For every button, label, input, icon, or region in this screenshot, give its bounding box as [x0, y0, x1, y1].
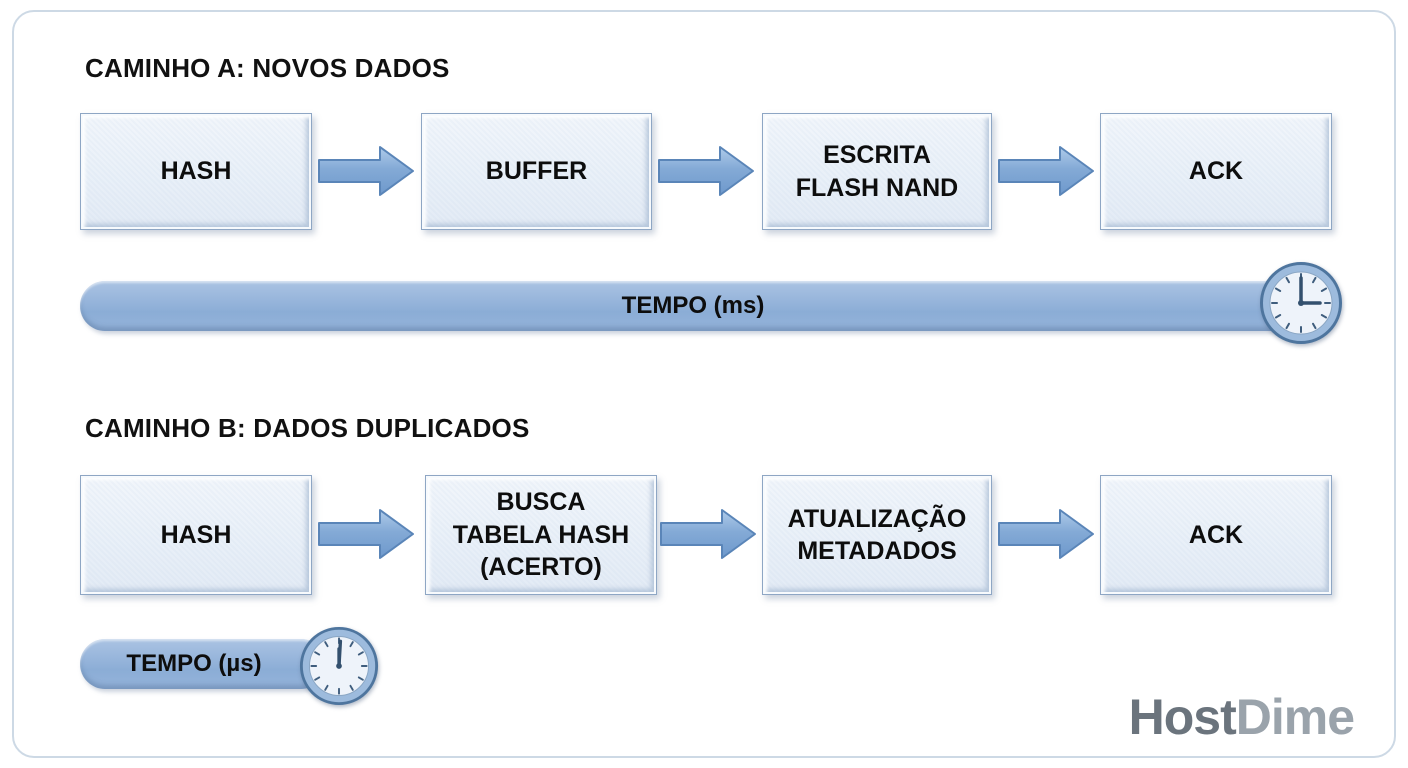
flow-box-hash-a: HASH	[80, 113, 312, 230]
logo-text-host: Host	[1128, 689, 1237, 745]
clock-icon-3-00	[1260, 262, 1342, 344]
flow-box-escrita-flash-nand: ESCRITA FLASH NAND	[762, 113, 992, 230]
flow-box-hash-b: HASH	[80, 475, 312, 595]
logo-text-dime: Dime	[1235, 689, 1355, 745]
clock-icon-12-00	[299, 626, 379, 706]
arrow-right-icon	[658, 146, 754, 196]
timeline-bar-us: TEMPO (µs)	[80, 639, 326, 689]
arrow-right-icon	[318, 509, 414, 559]
path-a-title: CAMINHO A: NOVOS DADOS	[85, 53, 450, 83]
flow-box-buffer: BUFFER	[421, 113, 652, 230]
flow-box-ack-b: ACK	[1100, 475, 1332, 595]
flow-box-label: HASH	[160, 157, 232, 186]
flow-box-ack-a: ACK	[1100, 113, 1332, 230]
timeline-label: TEMPO (µs)	[126, 650, 262, 677]
hostdime-logo: HostDime	[1098, 688, 1355, 746]
arrow-right-icon	[998, 509, 1094, 559]
flow-box-label: BUSCA TABELA HASH (ACERTO)	[452, 488, 630, 582]
flow-box-label: ESCRITA FLASH NAND	[795, 141, 959, 202]
arrow-right-icon	[998, 146, 1094, 196]
flow-box-atualizacao-metadados: ATUALIZAÇÃO METADADOS	[762, 475, 992, 595]
flow-box-label: HASH	[160, 520, 232, 549]
flow-box-label: ACK	[1188, 520, 1244, 549]
path-b-title: CAMINHO B: DADOS DUPLICADOS	[85, 413, 530, 443]
arrow-right-icon	[318, 146, 414, 196]
timeline-label: TEMPO (ms)	[621, 292, 765, 319]
flow-box-busca-tabela-hash: BUSCA TABELA HASH (ACERTO)	[425, 475, 657, 595]
flow-box-label: BUFFER	[485, 157, 588, 186]
flow-box-label: ACK	[1188, 157, 1244, 186]
arrow-right-icon	[660, 509, 756, 559]
timeline-bar-ms: TEMPO (ms)	[80, 281, 1306, 331]
flow-box-label: ATUALIZAÇÃO METADADOS	[787, 504, 967, 566]
